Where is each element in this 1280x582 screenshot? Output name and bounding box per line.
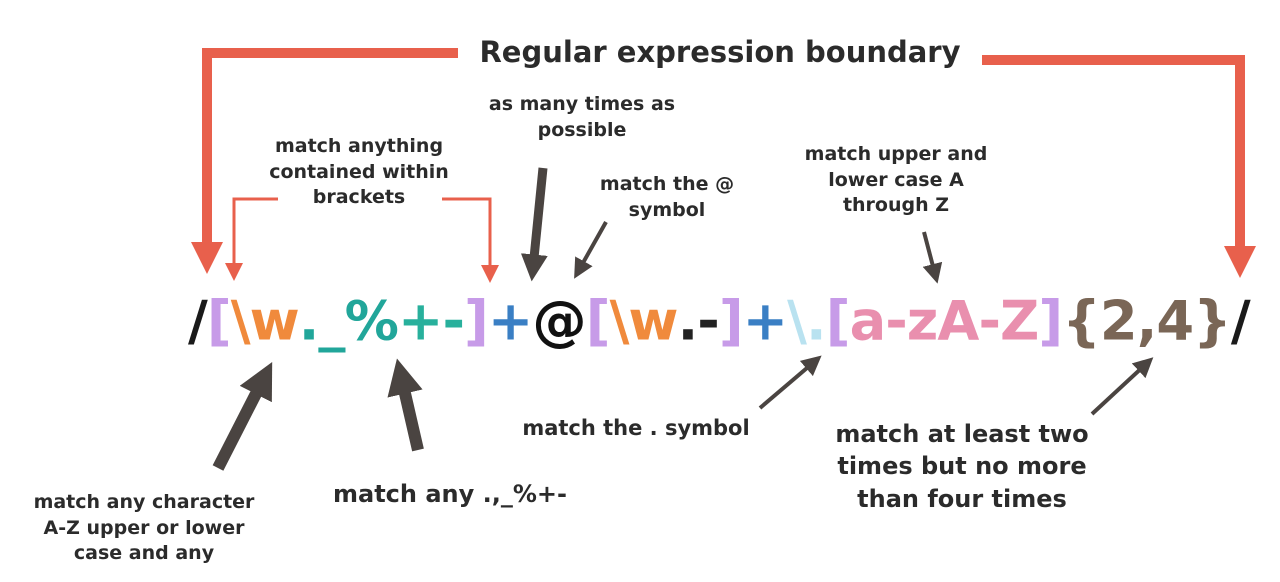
brackets-annotation-line: match anything: [274, 135, 444, 157]
regex-token: ]: [1038, 289, 1063, 353]
regex-token: a-zA-Z: [849, 289, 1040, 353]
at-symbol-annotation-line: match the @: [599, 173, 735, 195]
regex-token: [: [585, 289, 611, 353]
letters-annotation-line: match upper and: [804, 143, 988, 165]
word-chars-annotation-line: match any character: [33, 491, 255, 513]
at-symbol-annotation-line: symbol: [628, 198, 706, 221]
greedy-annotation-line: as many times as: [488, 93, 676, 115]
regex-token: ._%: [298, 289, 399, 353]
regex-token: /: [1230, 289, 1251, 353]
regex-token: .-: [677, 289, 720, 353]
greedy-annotation-line: possible: [537, 118, 627, 141]
regex-token: \w: [609, 289, 679, 353]
regex-token: +: [487, 289, 533, 353]
regex-token: {2,4}: [1062, 289, 1232, 353]
regex-token: /: [188, 289, 208, 353]
word-chars-arrow: [212, 361, 273, 471]
regex-token: \.: [787, 289, 826, 353]
quantifier-annotation: match at least two times but no more tha…: [822, 418, 1102, 515]
specials-arrow: [387, 358, 424, 452]
diagram-title: Regular expression boundary: [479, 35, 961, 69]
quantifier-arrow: [1090, 357, 1154, 416]
boundary-arrow-right: [982, 55, 1257, 279]
dot-symbol-annotation: match the . symbol: [522, 416, 750, 440]
letters-annotation-line: lower case A: [828, 168, 964, 191]
specials-annotation: match any .,_%+-: [333, 480, 567, 508]
brackets-annotation-line: contained within: [269, 160, 449, 183]
quantifier-annotation-line: times but no more: [837, 452, 1087, 481]
bracket-arrow-right: [442, 197, 499, 283]
word-chars-annotation: match any character A-Z upper or lower c…: [22, 490, 266, 567]
at-symbol-annotation: match the @ symbol: [578, 172, 756, 223]
greedy-annotation: as many times as possible: [466, 92, 698, 143]
brackets-annotation: match anything contained within brackets: [244, 134, 474, 211]
bracket-arrow-left: [225, 197, 278, 281]
letters-arrow: [922, 231, 943, 284]
at-symbol-arrow: [574, 221, 608, 279]
quantifier-annotation-line: than four times: [857, 484, 1067, 513]
dot-symbol-arrow: [758, 355, 822, 410]
regex-token: ]: [718, 289, 744, 353]
regex-token: [: [206, 289, 232, 353]
quantifier-annotation-line: match at least two: [835, 420, 1089, 448]
letters-annotation: match upper and lower case A through Z: [790, 142, 1002, 219]
regex-token: @: [532, 289, 586, 353]
regex-expression: /[\w._%+-]+@[\w.-]+\.[a-zA-Z]{2,4}/: [188, 283, 1251, 360]
regex-token: ]: [464, 289, 489, 353]
word-chars-annotation-line: case and any: [73, 542, 215, 565]
regex-token: [: [825, 289, 851, 353]
regex-token: \w: [230, 289, 300, 353]
regex-token: +-: [397, 289, 465, 353]
letters-annotation-line: through Z: [842, 194, 950, 217]
greedy-arrow: [520, 167, 548, 282]
word-chars-annotation-line: A-Z upper or lower: [43, 516, 245, 539]
boundary-arrow-left: [190, 48, 458, 275]
regex-token: +: [742, 289, 788, 353]
brackets-annotation-line: brackets: [312, 186, 406, 209]
